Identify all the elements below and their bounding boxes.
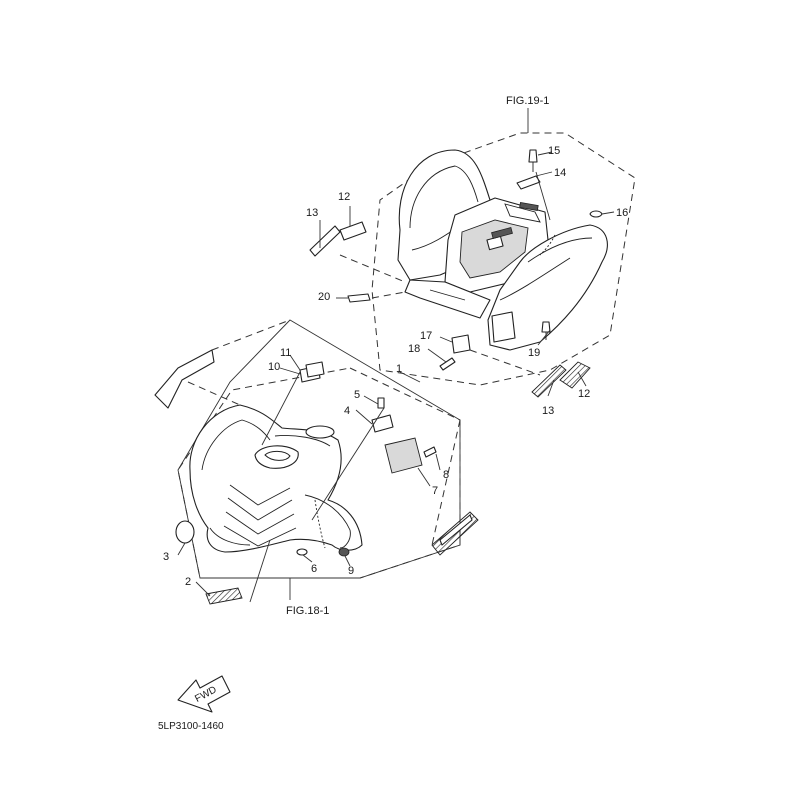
part-13-decal-lower [531,364,567,398]
part-16-grommet [589,210,603,218]
part-17-plate [451,334,471,354]
part-13-decal-upper [309,225,341,257]
part-14-bracket [516,175,541,190]
front-group-boundary [177,367,461,579]
part-8-screw [423,446,437,458]
rear-fender-group [309,108,636,398]
callout-4: 4 [344,405,350,417]
front-fender-group [154,319,479,605]
catalog-code: 5LP3100-1460 [158,721,224,732]
callout-13-lower: 13 [542,405,554,417]
callout-1: 1 [396,363,402,375]
callout-3: 3 [163,551,169,563]
part-11-decal [305,361,325,378]
callout-10: 10 [268,361,280,373]
part-15-bolt [528,149,538,172]
part-20-decal [347,293,371,303]
fwd-arrow-icon: FWD [177,675,231,713]
callout-11: 11 [280,347,291,359]
callout-16: 16 [616,207,628,219]
part-6-grommet [296,548,308,556]
rear-fender-right-wing [487,224,608,351]
callout-8: 8 [443,469,449,481]
callout-5: 5 [354,389,360,401]
callout-9: 9 [348,565,354,577]
callout-12-upper: 12 [338,191,350,203]
callout-17: 17 [420,330,432,342]
callout-6: 6 [311,563,317,575]
part-4-plate [371,414,394,433]
part-2-decal [205,587,243,605]
left-side-decal [154,349,215,409]
part-5-screw [377,397,385,409]
callout-18: 18 [408,343,420,355]
callout-7: 7 [432,485,438,497]
part-19-bolt [541,321,551,340]
callout-13-upper: 13 [306,207,318,219]
part-18-bolt [439,357,456,371]
callout-20: 20 [318,291,330,303]
rear-group-boundary [371,132,636,386]
front-fender-body [189,404,363,553]
part-9-grommet [338,547,350,557]
part-12-decal-upper [339,221,367,241]
part-3-emblem [175,520,195,544]
rear-mud-guard [404,279,491,319]
callout-14: 14 [554,167,566,179]
fuel-cap-hole [305,425,335,439]
fig-18-ref: FIG.18-1 [286,605,329,617]
part-7-panel [384,437,423,474]
callout-2: 2 [185,576,191,588]
license-plate-mount [491,311,516,343]
part-12-decal-lower [559,361,591,389]
fig-19-ref: FIG.19-1 [506,95,549,107]
callout-15: 15 [548,145,560,157]
callout-19: 19 [528,347,540,359]
callout-12-lower: 12 [578,388,590,400]
